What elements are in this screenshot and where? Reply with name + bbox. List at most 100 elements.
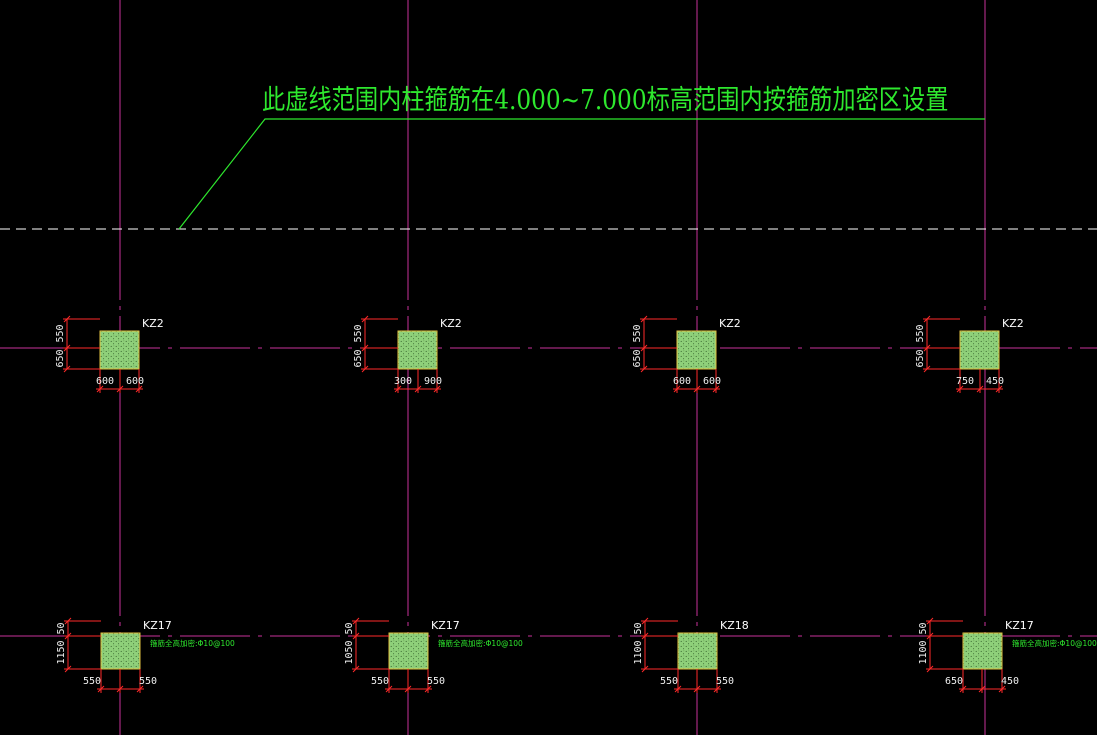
column-label: KZ2 <box>1002 317 1024 330</box>
column-kz2: 550 650 750 450 KZ2 <box>915 315 1024 393</box>
dimension-tick <box>640 344 648 352</box>
column-label: KZ17 <box>1005 619 1034 632</box>
dimension-tick <box>135 385 143 393</box>
annotation-leader-line <box>178 118 985 230</box>
stirrup-note: 箍筋全高加密:Φ10@100 <box>438 638 523 648</box>
dimension-tick <box>116 385 124 393</box>
column-section <box>397 330 438 370</box>
dimension-text-left: 550 <box>660 676 678 687</box>
dimension-text-left: 750 <box>956 376 974 387</box>
column-section <box>677 632 718 670</box>
dimension-tick <box>978 685 986 693</box>
dimension-text-bottom: 1100 <box>633 640 644 664</box>
dimension-tick <box>673 385 681 393</box>
dimension-text-bottom: 650 <box>632 349 643 367</box>
dimension-tick <box>923 344 931 352</box>
dimension-tick <box>674 685 682 693</box>
dimension-text-right: 550 <box>716 676 734 687</box>
dimension-text-right: 450 <box>1001 676 1019 687</box>
dimension-text-left: 550 <box>371 676 389 687</box>
dimension-tick <box>64 617 72 625</box>
dimension-tick <box>641 632 649 640</box>
dimension-tick <box>394 385 402 393</box>
column-kz17: 50 1050 550 550 KZ17 箍筋全高加密:Φ10@100 <box>344 617 523 693</box>
column-section <box>959 330 1000 370</box>
column-label: KZ18 <box>720 619 749 632</box>
column-kz18: 50 1100 550 550 KZ18 <box>633 617 749 693</box>
dimension-tick <box>352 617 360 625</box>
stirrup-note: 箍筋全高加密:Φ10@100 <box>150 638 235 648</box>
dimension-text-bottom: 1050 <box>344 640 355 664</box>
dimension-tick <box>712 385 720 393</box>
dimension-tick <box>361 365 369 373</box>
dimension-text-bottom: 650 <box>915 349 926 367</box>
dimension-tick <box>959 685 967 693</box>
column-label: KZ17 <box>143 619 172 632</box>
dimension-tick <box>116 685 124 693</box>
dimension-text-left: 600 <box>96 376 114 387</box>
dimension-text-top: 550 <box>915 324 926 342</box>
dimension-text-top: 50 <box>918 622 929 634</box>
dimension-tick <box>641 665 649 673</box>
dimension-tick <box>926 632 934 640</box>
dimension-text-top: 550 <box>353 324 364 342</box>
column-section <box>962 632 1003 670</box>
column-section <box>676 330 717 370</box>
dimension-text-bottom: 1150 <box>56 640 67 664</box>
dimension-tick <box>414 385 422 393</box>
dimension-text-left: 300 <box>394 376 412 387</box>
dimension-tick <box>97 685 105 693</box>
dimension-text-right: 600 <box>126 376 144 387</box>
dimension-text-left: 550 <box>83 676 101 687</box>
dimension-tick <box>361 315 369 323</box>
dimension-tick <box>693 385 701 393</box>
dimension-tick <box>926 617 934 625</box>
dimension-tick <box>713 685 721 693</box>
dimension-tick <box>352 632 360 640</box>
dimension-tick <box>352 665 360 673</box>
dimension-tick <box>96 385 104 393</box>
dimension-tick <box>998 685 1006 693</box>
dimension-tick <box>404 685 412 693</box>
dimension-text-right: 900 <box>424 376 442 387</box>
dimension-text-bottom: 1100 <box>918 640 929 664</box>
dimension-text-top: 50 <box>633 622 644 634</box>
dimension-tick <box>64 665 72 673</box>
dimension-tick <box>63 365 71 373</box>
dimension-text-top: 550 <box>632 324 643 342</box>
leader-polyline <box>178 118 985 230</box>
dimension-tick <box>63 344 71 352</box>
dimension-text-top: 50 <box>344 622 355 634</box>
dimension-text-right: 550 <box>427 676 445 687</box>
dimension-tick <box>424 685 432 693</box>
column-label: KZ2 <box>440 317 462 330</box>
dimension-tick <box>926 665 934 673</box>
dimension-tick <box>923 365 931 373</box>
dimension-tick <box>64 632 72 640</box>
column-label: KZ2 <box>142 317 164 330</box>
stirrup-note: 箍筋全高加密:Φ10@100 <box>1012 638 1097 648</box>
dimension-text-right: 550 <box>139 676 157 687</box>
dimension-tick <box>956 385 964 393</box>
dimension-tick <box>361 344 369 352</box>
column-section <box>388 632 429 670</box>
dimension-text-left: 650 <box>945 676 963 687</box>
dimension-tick <box>976 385 984 393</box>
dimension-tick <box>433 385 441 393</box>
dimension-tick <box>63 315 71 323</box>
dimension-tick <box>640 315 648 323</box>
column-section <box>99 330 140 370</box>
dimension-text-right: 450 <box>986 376 1004 387</box>
dimension-tick <box>923 315 931 323</box>
dimension-tick <box>995 385 1003 393</box>
column-label: KZ17 <box>431 619 460 632</box>
dimension-text-left: 600 <box>673 376 691 387</box>
column-section <box>100 632 141 670</box>
